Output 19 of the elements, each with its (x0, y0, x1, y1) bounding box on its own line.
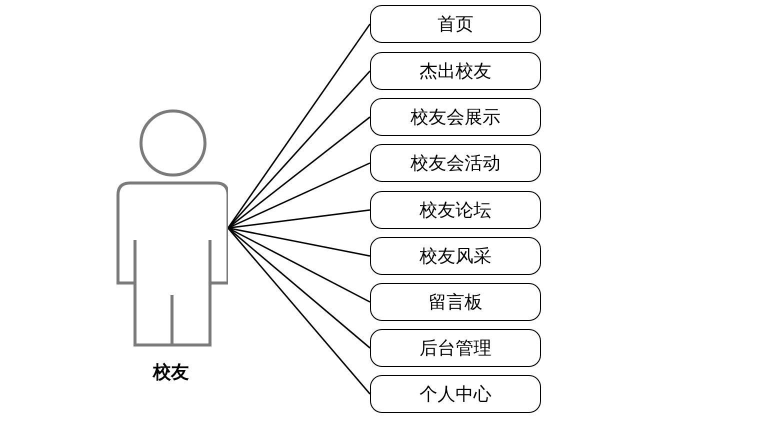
connector-line (228, 227, 370, 349)
connector-line (227, 228, 371, 394)
connector-line (228, 227, 370, 303)
use-case-box: 首页 (370, 5, 541, 43)
use-case-box: 校友风采 (370, 237, 541, 275)
connector-line (227, 70, 371, 228)
connector-line (228, 162, 370, 229)
connector-line (228, 227, 370, 257)
use-case-box: 校友会展示 (370, 98, 541, 136)
connector-line (227, 24, 371, 228)
use-case-box: 杰出校友 (370, 52, 541, 90)
connector-line (228, 209, 370, 229)
use-case-box: 留言板 (370, 283, 541, 321)
use-case-box: 校友论坛 (370, 191, 541, 229)
connector-line (228, 116, 370, 229)
actor-label: 校友 (152, 361, 190, 384)
use-case-box: 个人中心 (370, 375, 541, 413)
use-case-box: 校友会活动 (370, 144, 541, 182)
use-case-box: 后台管理 (370, 329, 541, 367)
